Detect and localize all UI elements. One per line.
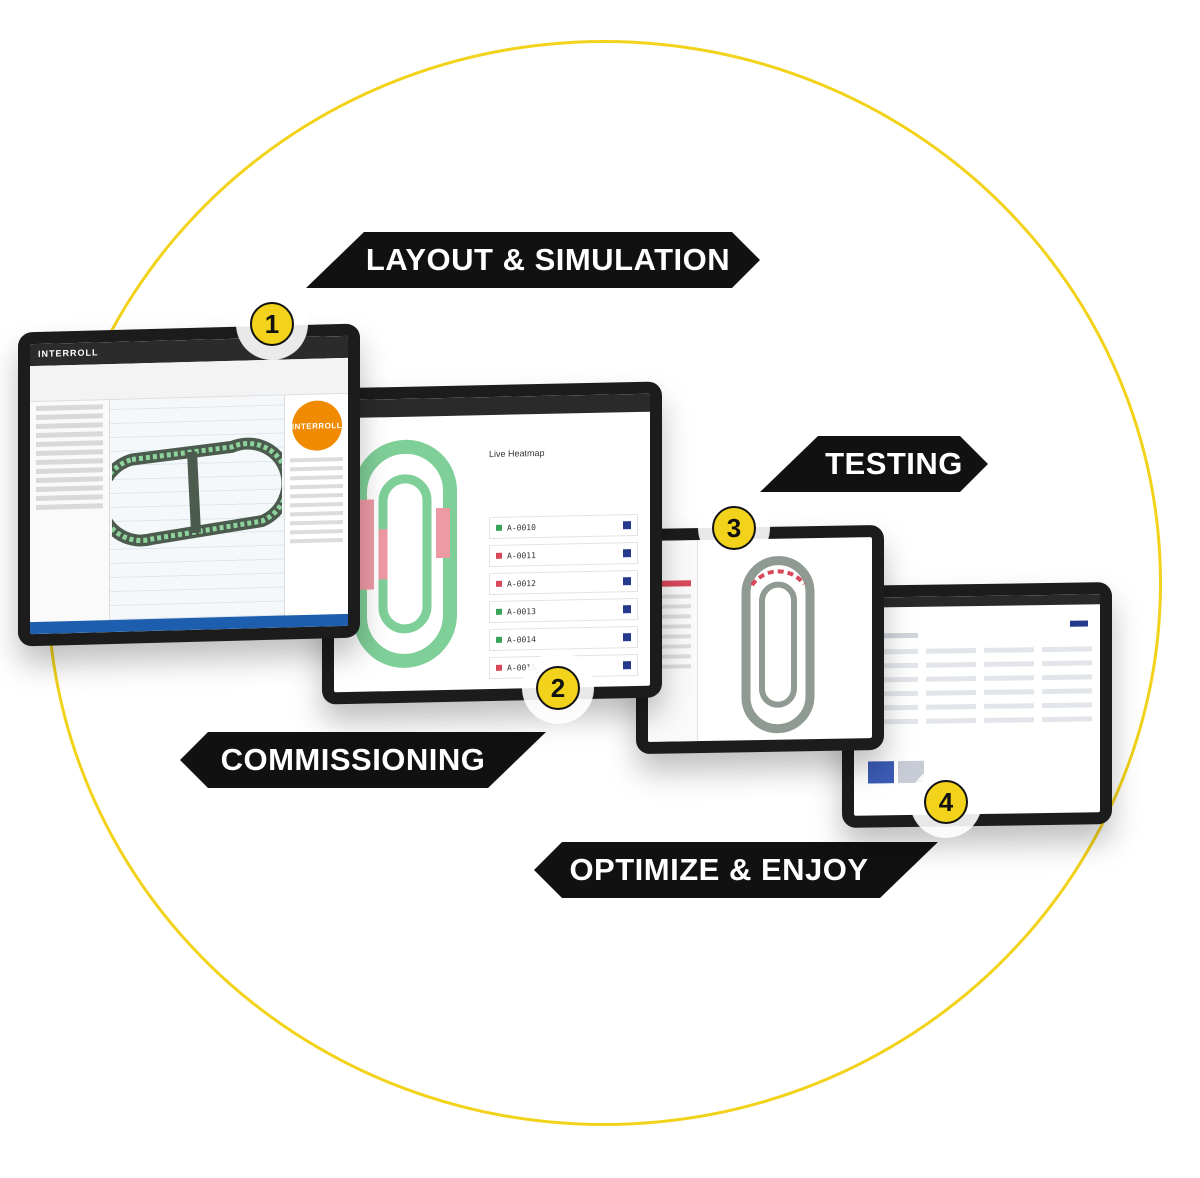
property-row[interactable]: [290, 519, 343, 526]
property-row[interactable]: [290, 510, 343, 517]
banner-label: TESTING: [825, 446, 963, 481]
action-square[interactable]: [623, 661, 631, 670]
settings-field[interactable]: [1042, 688, 1092, 695]
library-item[interactable]: [36, 440, 103, 448]
action-square[interactable]: [623, 549, 631, 558]
library-item[interactable]: [36, 458, 103, 466]
library-item[interactable]: [36, 467, 103, 475]
settings-field[interactable]: [984, 675, 1034, 681]
library-item[interactable]: [36, 494, 103, 502]
status-dot: [496, 552, 502, 559]
settings-field[interactable]: [984, 717, 1034, 723]
settings-field[interactable]: [984, 661, 1034, 667]
live-heatmap-title: Live Heatmap: [489, 447, 545, 460]
conveyor-layout-3d: [112, 437, 282, 547]
settings-field[interactable]: [984, 703, 1034, 709]
settings-field[interactable]: [984, 689, 1034, 695]
commission-row[interactable]: A-0010: [489, 513, 638, 540]
property-row[interactable]: [290, 528, 343, 535]
status-dot: [496, 608, 502, 615]
primary-button[interactable]: [1070, 620, 1088, 627]
library-item[interactable]: [36, 431, 103, 439]
tablet-layout-simulation: INTERROLL: [18, 323, 360, 647]
app-header-bar: [854, 594, 1100, 608]
settings-field[interactable]: [926, 690, 976, 696]
step-badge-1: 1: [250, 302, 294, 346]
app-header-bar: [334, 393, 650, 419]
settings-field[interactable]: [926, 662, 976, 668]
tablet-screen: [648, 537, 872, 742]
banner-label: LAYOUT & SIMULATION: [365, 242, 731, 277]
tablet-testing: [636, 524, 884, 755]
row-id: A-0011: [507, 550, 536, 561]
component-library-panel: [30, 400, 110, 623]
status-dot: [496, 636, 502, 643]
tablet-screen: Live Heatmap A-0010 A-0011 A-0012 A-0013…: [334, 393, 650, 693]
settings-field[interactable]: [1042, 660, 1092, 667]
tablet-screen: [854, 594, 1100, 816]
library-item[interactable]: [36, 485, 103, 493]
library-item[interactable]: [36, 449, 103, 457]
property-row[interactable]: [290, 465, 343, 472]
library-item[interactable]: [36, 476, 103, 484]
banner-layout-simulation: LAYOUT & SIMULATION: [306, 232, 760, 288]
status-dot: [496, 664, 502, 671]
commission-row[interactable]: A-0011: [489, 541, 638, 568]
step-badge-4: 4: [924, 780, 968, 824]
chart-thumbnail: [868, 761, 894, 784]
settings-field[interactable]: [1042, 702, 1092, 709]
row-id: A-0012: [507, 578, 536, 589]
settings-field[interactable]: [984, 647, 1034, 653]
property-row[interactable]: [290, 537, 343, 544]
settings-field[interactable]: [1042, 646, 1092, 653]
banner-label: OPTIMIZE & ENJOY: [569, 852, 869, 887]
banner-optimize-enjoy: OPTIMIZE & ENJOY: [534, 842, 938, 898]
settings-field[interactable]: [926, 676, 976, 682]
brand-label: INTERROLL: [38, 347, 99, 359]
commission-row[interactable]: A-0013: [489, 597, 638, 624]
library-item[interactable]: [36, 503, 103, 511]
action-square[interactable]: [623, 577, 631, 586]
status-dot: [496, 524, 502, 531]
step-badge-3: 3: [712, 506, 756, 550]
property-row[interactable]: [290, 492, 343, 499]
library-item[interactable]: [36, 413, 103, 421]
conveyor-loop-test: [741, 556, 815, 734]
property-row[interactable]: [290, 483, 343, 490]
property-row[interactable]: [290, 456, 343, 463]
logo-wordmark: INTERROLL: [291, 420, 343, 431]
step-badge-2: 2: [536, 666, 580, 710]
property-row[interactable]: [290, 474, 343, 481]
banner-label: COMMISSIONING: [220, 742, 486, 777]
row-id: A-0015: [507, 662, 536, 673]
row-id: A-0010: [507, 522, 536, 533]
property-row[interactable]: [290, 501, 343, 508]
banner-testing: TESTING: [760, 436, 988, 492]
library-item[interactable]: [36, 404, 103, 412]
settings-field[interactable]: [926, 704, 976, 710]
action-square[interactable]: [623, 605, 631, 614]
settings-field[interactable]: [926, 648, 976, 654]
status-dot: [496, 580, 502, 587]
action-square[interactable]: [623, 521, 631, 530]
library-item[interactable]: [36, 422, 103, 430]
action-square[interactable]: [623, 633, 631, 642]
chart-thumbnail: [898, 760, 924, 784]
tablet-screen: INTERROLL: [30, 335, 348, 635]
heatmap-loop: [353, 439, 457, 668]
settings-field[interactable]: [1042, 716, 1092, 723]
banner-commissioning: COMMISSIONING: [180, 732, 546, 788]
3d-viewport[interactable]: [110, 395, 284, 621]
tablet-commissioning: Live Heatmap A-0010 A-0011 A-0012 A-0013…: [322, 381, 662, 705]
settings-field[interactable]: [1042, 674, 1092, 681]
commission-row[interactable]: A-0014: [489, 625, 638, 652]
row-id: A-0013: [507, 606, 536, 617]
settings-field[interactable]: [926, 718, 976, 724]
commission-row[interactable]: A-0012: [489, 569, 638, 596]
row-id: A-0014: [507, 634, 536, 645]
